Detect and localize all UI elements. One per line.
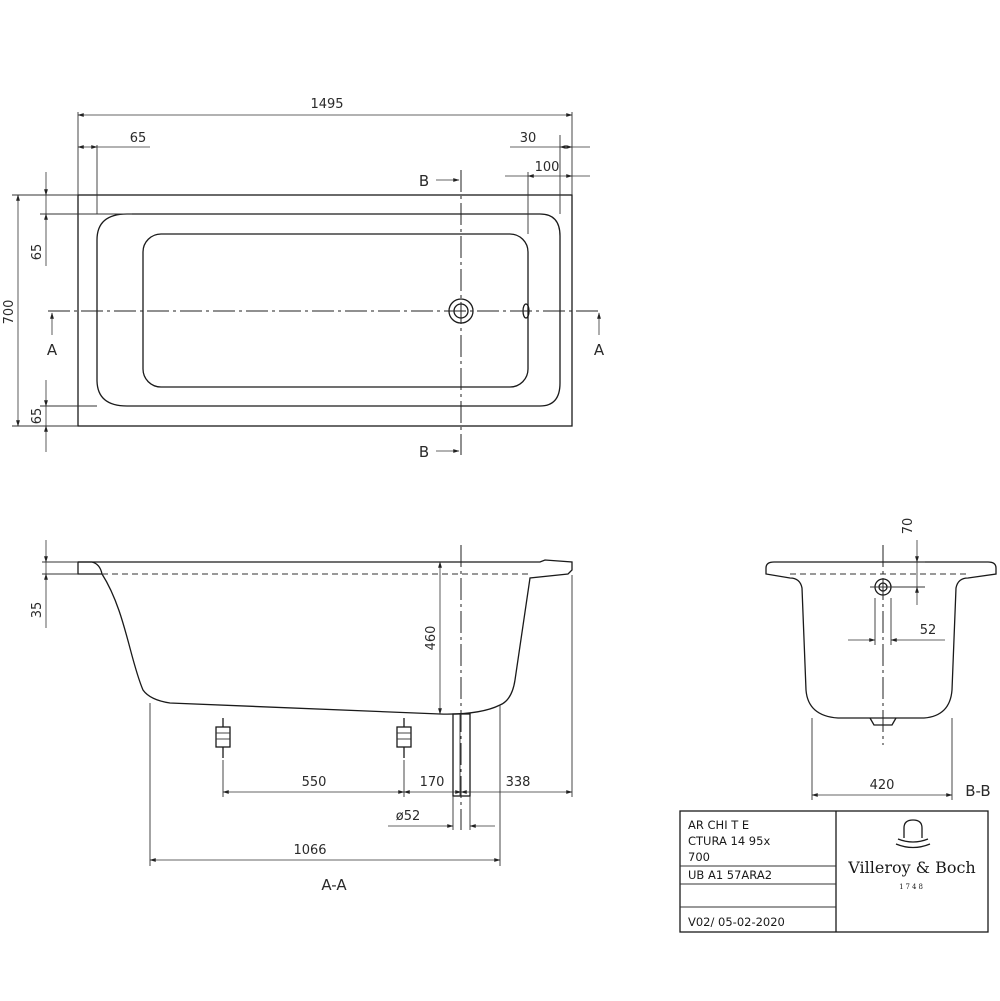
plan-view: 1495 65 30 100 700 65 65 A A B bbox=[2, 97, 605, 461]
dim-foot-to-drain: 170 bbox=[420, 775, 445, 790]
section-a-a: 35 460 550 170 338 ø52 1066 A-A bbox=[30, 540, 573, 894]
product-name-line2: CTURA 14 95x bbox=[688, 834, 770, 848]
dim-rim-height: 35 bbox=[30, 602, 45, 619]
section-label-bb: B-B bbox=[965, 782, 990, 800]
dim-drain-to-end: 338 bbox=[506, 775, 531, 790]
adjustable-foot-right bbox=[396, 718, 412, 758]
dim-overall-width: 700 bbox=[2, 300, 17, 325]
section-marker-b-bottom: B bbox=[419, 443, 429, 461]
product-code: UB A1 57ARA2 bbox=[688, 868, 772, 882]
section-marker-b-top: B bbox=[419, 172, 429, 190]
dim-overall-length: 1495 bbox=[310, 97, 343, 112]
title-block: AR CHI T E CTURA 14 95x 700 UB A1 57ARA2… bbox=[679, 810, 989, 933]
section-label-aa: A-A bbox=[321, 876, 347, 894]
dim-rim-left: 65 bbox=[130, 131, 147, 146]
dim-drain-diameter: ø52 bbox=[396, 809, 421, 824]
version-date: V02/ 05-02-2020 bbox=[688, 915, 785, 929]
product-name-line1: AR CHI T E bbox=[688, 818, 749, 832]
section-marker-a-left: A bbox=[47, 341, 58, 359]
dim-rim-top: 65 bbox=[30, 244, 45, 261]
section-b-b: 70 52 420 B-B bbox=[765, 518, 997, 800]
tub-rim bbox=[96, 213, 561, 407]
brand-logo-icon bbox=[895, 819, 931, 849]
dim-rim-bottom: 65 bbox=[30, 408, 45, 425]
dim-feet-spacing: 550 bbox=[302, 775, 327, 790]
section-marker-a-right: A bbox=[594, 341, 605, 359]
adjustable-foot-left bbox=[215, 718, 231, 758]
dim-rim-right: 30 bbox=[520, 131, 537, 146]
product-name-line3: 700 bbox=[688, 850, 710, 864]
brand-name: Villeroy & Boch bbox=[847, 858, 975, 877]
dim-depth: 460 bbox=[424, 626, 439, 651]
tub-profile-aa bbox=[77, 559, 573, 715]
tub-profile-bb bbox=[765, 561, 997, 719]
dim-drain-offset: 100 bbox=[535, 160, 560, 175]
dim-overflow-diameter: 52 bbox=[920, 623, 937, 638]
dim-bottom-length: 1066 bbox=[293, 843, 326, 858]
dim-bottom-width: 420 bbox=[870, 778, 895, 793]
brand-year: 1748 bbox=[899, 883, 925, 891]
dim-overflow-height: 70 bbox=[901, 518, 916, 535]
